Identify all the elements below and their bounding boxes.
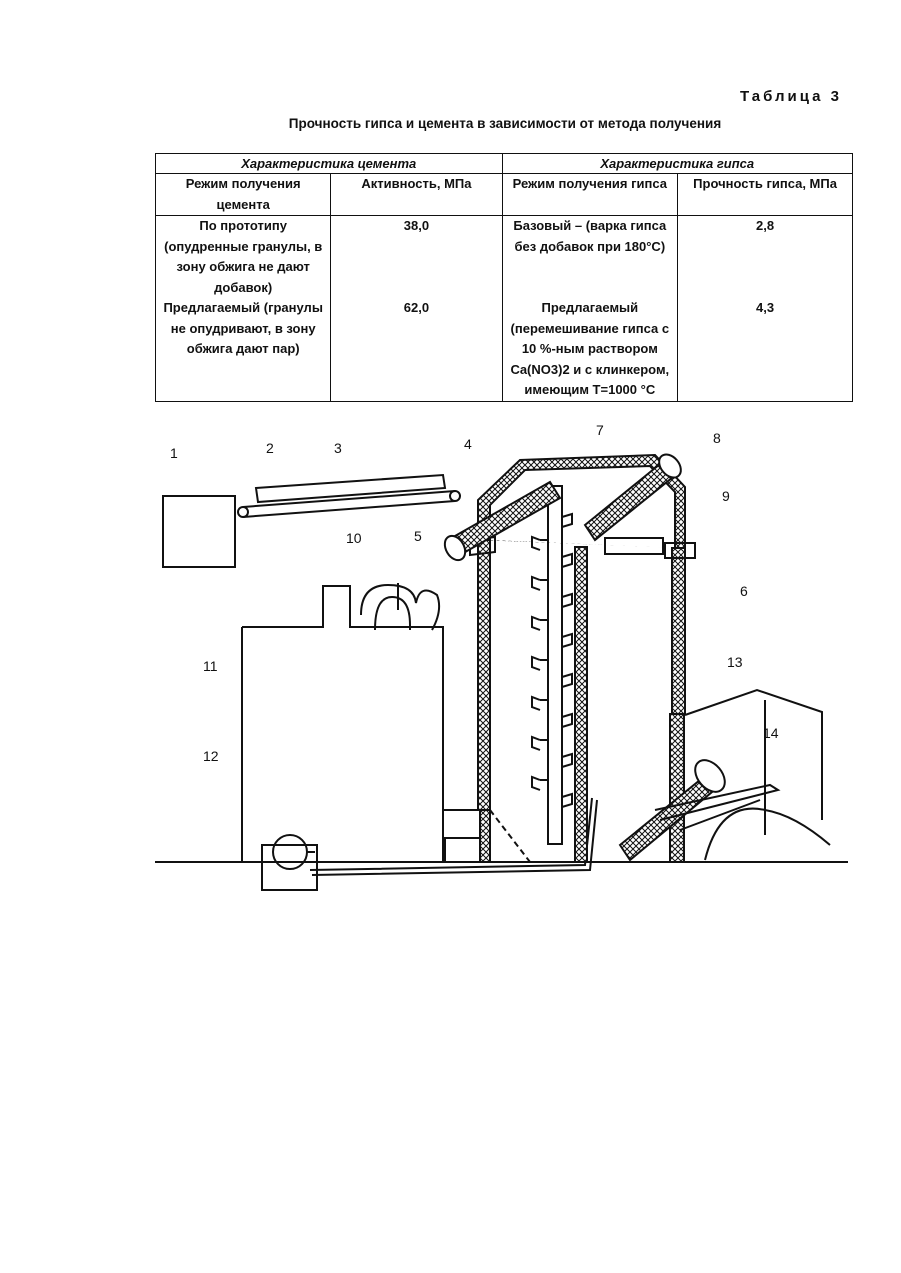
furnace-right-wall [672,548,685,714]
boiler-11 [242,586,490,862]
boiler-base [445,838,482,862]
figure-label: 3 [334,440,342,456]
figure-label: 6 [740,583,748,599]
figure-label: 7 [596,422,604,438]
figure-label: 14 [763,725,779,741]
figure-label: 2 [266,440,274,456]
figure-label: 1 [170,445,178,461]
figure-label: 11 [203,658,218,674]
inner-partition [575,547,587,862]
figure-label: 12 [203,748,219,764]
pump-12 [273,835,307,869]
building-roof [685,690,822,820]
furnace-left-wall [478,540,490,810]
figure-label: 5 [414,528,422,544]
figure-label: 9 [722,488,730,504]
bin-1 [163,496,235,567]
figure-label: 4 [464,436,472,452]
figure-label: 8 [713,430,721,446]
steam-pipe-10 [361,585,439,630]
figure-label: 13 [727,654,743,670]
belt-conveyor [238,475,460,517]
figure-label: 10 [346,530,362,546]
